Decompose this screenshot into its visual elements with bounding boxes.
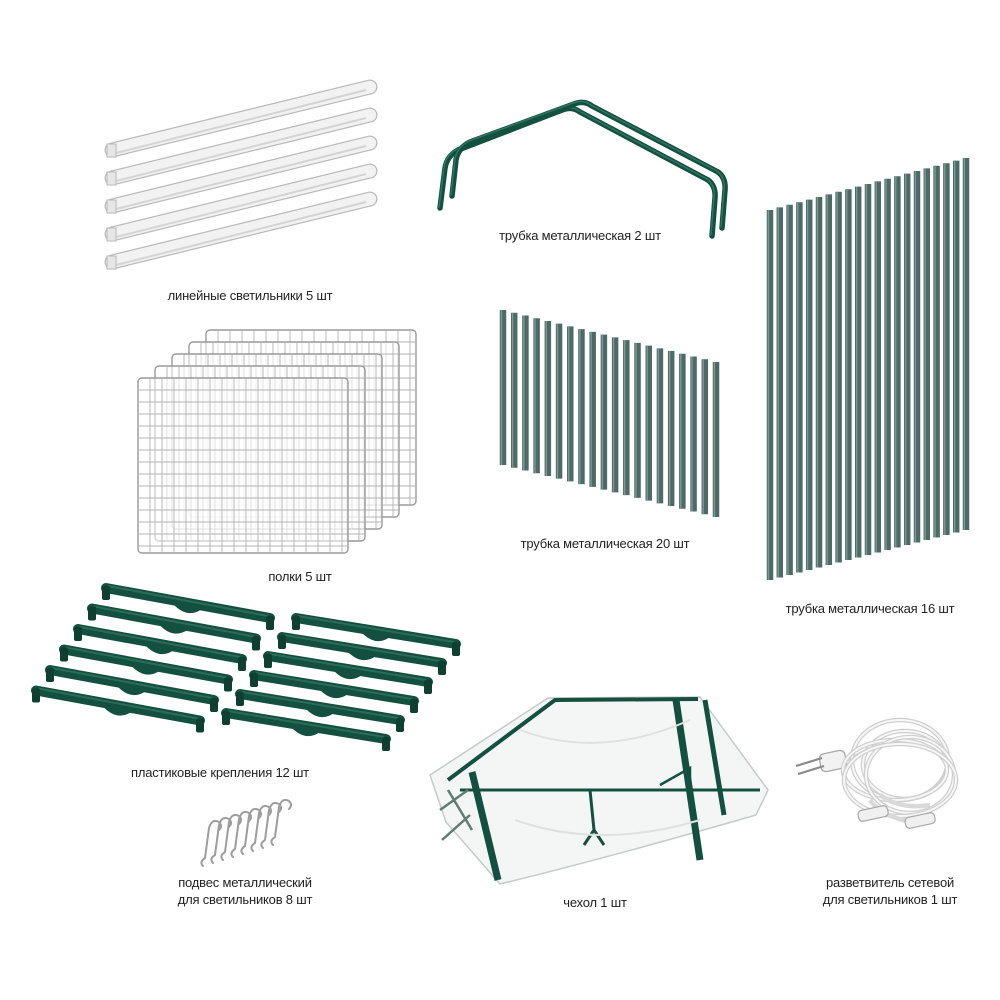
cover-label: чехол 1 шт (563, 895, 627, 910)
power-splitter-icon (795, 717, 959, 829)
metal-hook (260, 801, 282, 849)
connector (904, 812, 936, 829)
splitter-label: разветвитель сетевой для светильников 1 … (795, 874, 985, 908)
cover-fold (514, 719, 701, 836)
tubes-16-label: трубка металлическая 16 шт (785, 601, 955, 616)
plastic-bracket (221, 708, 391, 751)
cable-coil (843, 743, 957, 817)
metal-hook (220, 813, 242, 861)
wire-shelf-icon (137, 329, 417, 554)
splitter-label-line2: для светильников 1 шт (822, 892, 958, 907)
tube-bundle-16-icon (766, 158, 970, 580)
tube-bundle-20-icon (499, 310, 720, 517)
shelves-label: полки 5 шт (268, 569, 332, 584)
plastic-bracket (235, 689, 405, 732)
arch-tube (437, 105, 718, 239)
hooks-label: подвес металлический для светильников 8 … (145, 874, 345, 908)
lamp-bar (104, 79, 378, 158)
plastic-bracket (263, 651, 433, 694)
wire-shelf (137, 377, 349, 554)
hooks-label-line1: подвес металлический (178, 875, 312, 890)
cover-icon (429, 696, 769, 885)
metal-hook (200, 819, 222, 867)
lamp-bar (104, 135, 378, 214)
hooks-label-line2: для светильников 8 шт (177, 892, 313, 907)
hook-icon (200, 798, 292, 867)
plastic-bracket-icon (31, 583, 461, 751)
plastic-bracket (87, 603, 261, 651)
lamps-label: линейные светильники 5 шт (167, 288, 333, 303)
plastic-bracket (249, 670, 419, 713)
plastic-bracket (291, 613, 461, 656)
lamp-bar (104, 191, 378, 270)
plastic-bracket (31, 685, 205, 733)
lamp-bar (104, 107, 378, 186)
cover-trim (582, 789, 606, 846)
cover-trim (446, 697, 699, 782)
cable (878, 793, 931, 809)
cover-zipper-strip (702, 699, 727, 816)
plastic-bracket (45, 665, 219, 712)
plug-pin (797, 764, 825, 776)
plug-pin (795, 756, 823, 768)
metal-hook (210, 816, 232, 864)
metal-hook (250, 804, 272, 852)
arch-tubes-label: трубка металлическая 2 шт (499, 228, 661, 243)
cover-zipper-strip (468, 771, 502, 881)
plastic-bracket (59, 644, 233, 692)
brackets-label: пластиковые крепления 12 шт (131, 765, 309, 780)
lamp-bar (104, 163, 378, 242)
plastic-bracket (73, 624, 247, 671)
metal-hook (270, 798, 292, 846)
metal-hook (230, 810, 252, 858)
plastic-bracket (277, 632, 447, 675)
cover-zipper-strip (672, 699, 704, 861)
arch-tube-icon (437, 99, 728, 239)
cover-trim (659, 765, 692, 795)
metal-hook (240, 807, 262, 855)
splitter-label-line1: разветвитель сетевой (825, 875, 955, 890)
tubes-20-label: трубка металлическая 20 шт (520, 536, 690, 551)
cover-fold (439, 788, 474, 841)
plastic-bracket (101, 583, 275, 630)
linear-lamp-icon (104, 79, 378, 270)
connector (857, 805, 889, 822)
